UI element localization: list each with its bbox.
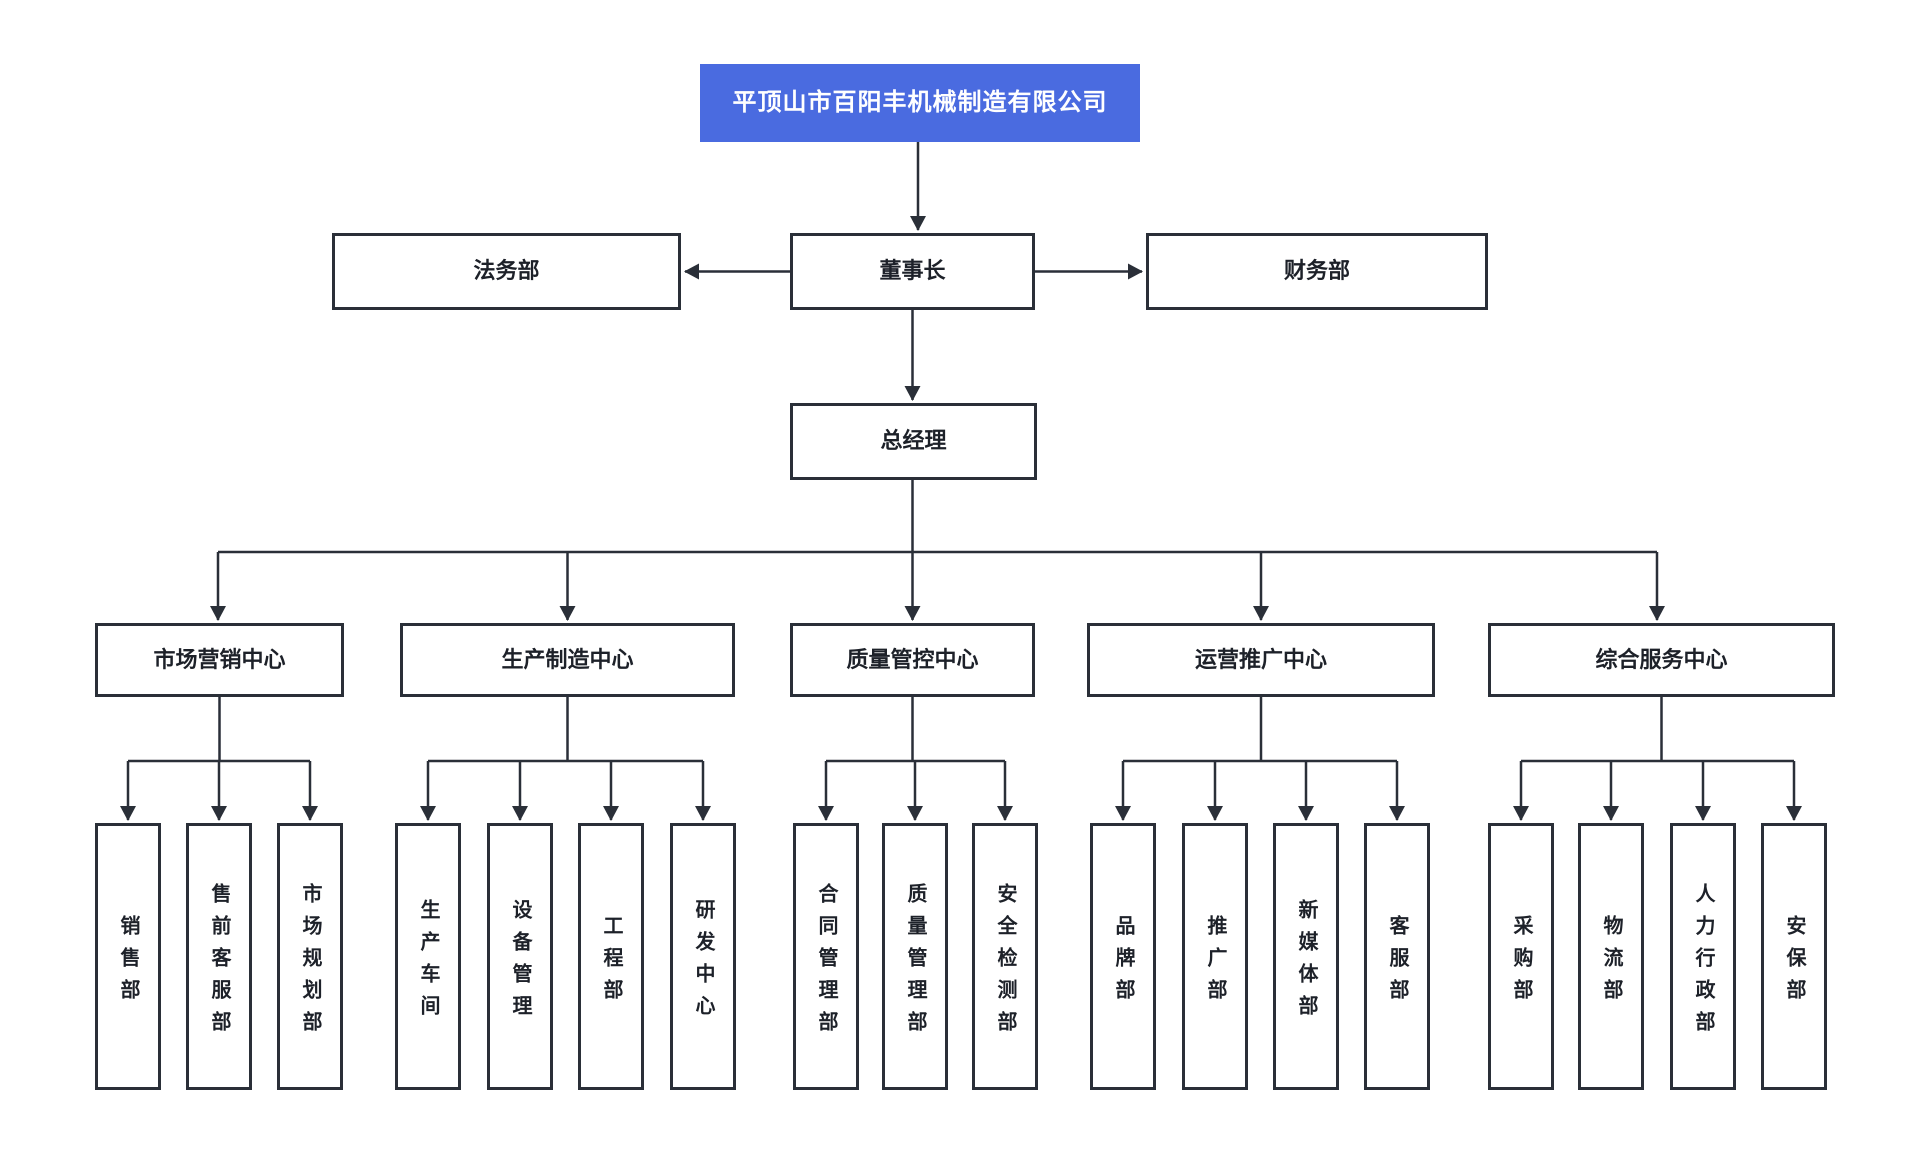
- dept-node-quality-management: 质量管理部: [882, 823, 948, 1090]
- dept-node-new-media: 新媒体部: [1273, 823, 1339, 1090]
- dept-node-rnd-center: 研发中心: [670, 823, 736, 1090]
- connector-gm-rail: [218, 480, 1657, 554]
- center-node-marketing: 市场营销中心: [95, 623, 344, 697]
- dept-node-engineering: 工程部: [578, 823, 644, 1090]
- center-node-quality: 质量管控中心: [790, 623, 1035, 697]
- center-node-services: 综合服务中心: [1488, 623, 1835, 697]
- center-node-production: 生产制造中心: [400, 623, 735, 697]
- dept-node-logistics: 物流部: [1578, 823, 1644, 1090]
- connector-group1-rail: [128, 697, 310, 763]
- dept-node-promotion: 推广部: [1182, 823, 1248, 1090]
- dept-node-equipment-management: 设备管理: [487, 823, 553, 1090]
- finance-dept-node: 财务部: [1146, 233, 1488, 310]
- connector-group3-rail: [826, 697, 1005, 763]
- connector-group5-rail: [1521, 697, 1794, 763]
- dept-node-presales-service: 售前客服部: [186, 823, 252, 1090]
- company-root-node: 平顶山市百阳丰机械制造有限公司: [700, 64, 1140, 142]
- general-manager-node: 总经理: [790, 403, 1037, 480]
- dept-node-market-planning: 市场规划部: [277, 823, 343, 1090]
- center-node-operations: 运营推广中心: [1087, 623, 1435, 697]
- dept-node-safety-inspection: 安全检测部: [972, 823, 1038, 1090]
- dept-node-contract-management: 合同管理部: [793, 823, 859, 1090]
- connector-group4-rail: [1123, 697, 1397, 763]
- dept-node-security: 安保部: [1761, 823, 1827, 1090]
- chairman-node: 董事长: [790, 233, 1035, 310]
- dept-node-production-workshop: 生产车间: [395, 823, 461, 1090]
- connector-group2-rail: [428, 697, 703, 763]
- dept-node-sales: 销售部: [95, 823, 161, 1090]
- dept-node-procurement: 采购部: [1488, 823, 1554, 1090]
- dept-node-hr-admin: 人力行政部: [1670, 823, 1736, 1090]
- dept-node-brand: 品牌部: [1090, 823, 1156, 1090]
- legal-dept-node: 法务部: [332, 233, 681, 310]
- dept-node-customer-service: 客服部: [1364, 823, 1430, 1090]
